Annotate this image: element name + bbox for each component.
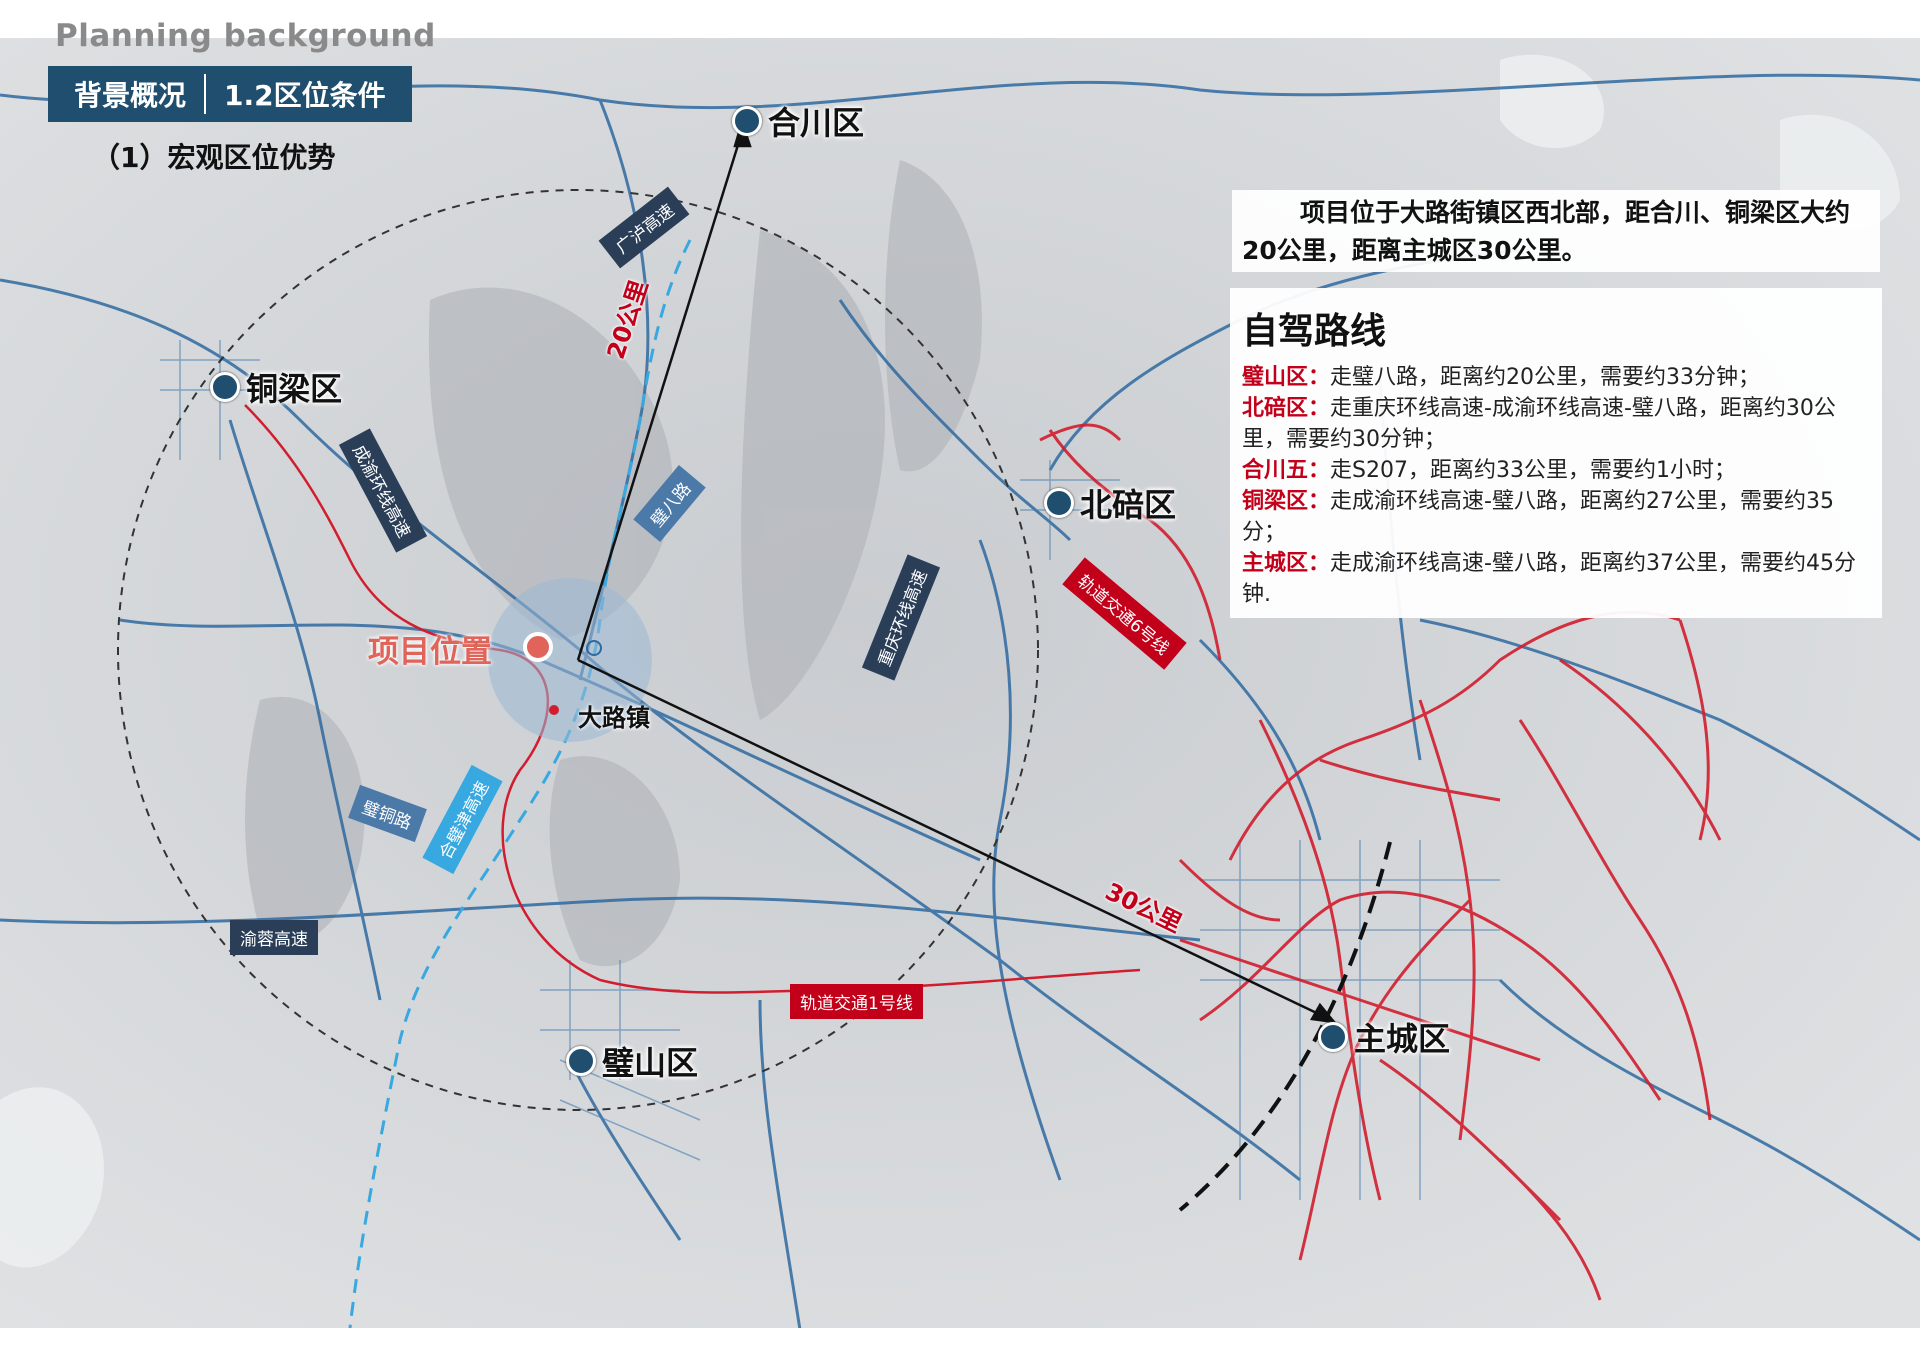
subsection-label: 1.2区位条件 [224, 79, 386, 112]
place-dot-icon [1044, 488, 1074, 518]
section-label: 背景概况 [74, 79, 187, 112]
place-tongliang: 铜梁区 [210, 364, 342, 410]
metro-network [1039, 423, 1722, 1301]
route-item-hechuan: 合川五：走S207，距离约33公里，需要约1小时； [1242, 455, 1870, 486]
route-text: 走璧八路，距离约20公里，需要约33分钟； [1330, 365, 1761, 390]
project-marker [523, 632, 553, 662]
place-beibei: 北碚区 [1044, 480, 1176, 526]
summary-text: 项目位于大路街镇区西北部，距合川、铜梁区大约20公里，距离主城区30公里。 [1242, 198, 1851, 265]
route-key: 主城区： [1242, 551, 1331, 576]
page-kicker: Planning background [55, 18, 436, 54]
place-label: 璧山区 [602, 1044, 699, 1082]
place-label: 铜梁区 [246, 370, 343, 408]
route-key: 铜梁区： [1242, 489, 1331, 514]
section-divider [204, 74, 207, 114]
route-text: 走成渝环线高速-璧八路，距离约37公里，需要约45分钟. [1242, 551, 1856, 607]
route-panel: 自驾路线 璧山区：走璧八路，距离约20公里，需要约33分钟； 北碚区：走重庆环线… [1230, 288, 1882, 618]
town-label: 大路镇 [578, 704, 650, 732]
place-hechuan: 合川区 [732, 98, 864, 144]
town-marker [549, 705, 559, 715]
route-panel-title: 自驾路线 [1242, 311, 1387, 352]
project-location-label: 项目位置 [368, 634, 492, 670]
route-item-main-city: 主城区：走成渝环线高速-璧八路，距离约37公里，需要约45分钟. [1242, 548, 1870, 610]
light-patches [0, 54, 1900, 1268]
road-tag-metro-1: 轨道交通1号线 [790, 984, 923, 1019]
hebijin-expressway [348, 239, 692, 1329]
route-text: 走成渝环线高速-璧八路，距离约27公里，需要约35分； [1242, 489, 1834, 545]
route-text: 走重庆环线高速-成渝环线高速-璧八路，距离约30公里，需要约30分钟； [1242, 396, 1836, 452]
route-key: 合川五： [1242, 458, 1331, 483]
place-main-city: 主城区 [1318, 1014, 1450, 1060]
place-dot-icon [210, 372, 240, 402]
place-label: 主城区 [1354, 1020, 1451, 1058]
route-item-tongliang: 铜梁区：走成渝环线高速-璧八路，距离约27公里，需要约35分； [1242, 486, 1870, 548]
route-item-bishan: 璧山区：走璧八路，距离约20公里，需要约33分钟； [1242, 362, 1870, 393]
section-tag: 背景概况 1.2区位条件 [48, 66, 412, 122]
place-label: 北碚区 [1080, 486, 1177, 524]
place-bishan: 璧山区 [566, 1038, 698, 1084]
road-tag-yurong: 渝蓉高速 [230, 920, 318, 955]
route-key: 北碚区： [1242, 396, 1331, 421]
route-item-beibei: 北碚区：走重庆环线高速-成渝环线高速-璧八路，距离约30公里，需要约30分钟； [1242, 393, 1870, 455]
place-label: 合川区 [768, 104, 865, 142]
place-dot-icon [732, 106, 762, 136]
subheading: （1）宏观区位优势 [92, 141, 336, 174]
town-ring [586, 640, 602, 656]
project-halo [488, 578, 652, 742]
radius-circle [117, 189, 1039, 1111]
map-bottom-edge [0, 1328, 1920, 1356]
place-dot-icon [566, 1046, 596, 1076]
summary-box: 项目位于大路街镇区西北部，距合川、铜梁区大约20公里，距离主城区30公里。 [1232, 190, 1880, 272]
route-key: 璧山区： [1242, 365, 1331, 390]
place-dot-icon [1318, 1022, 1348, 1052]
route-text: 走S207，距离约33公里，需要约1小时； [1330, 458, 1736, 483]
